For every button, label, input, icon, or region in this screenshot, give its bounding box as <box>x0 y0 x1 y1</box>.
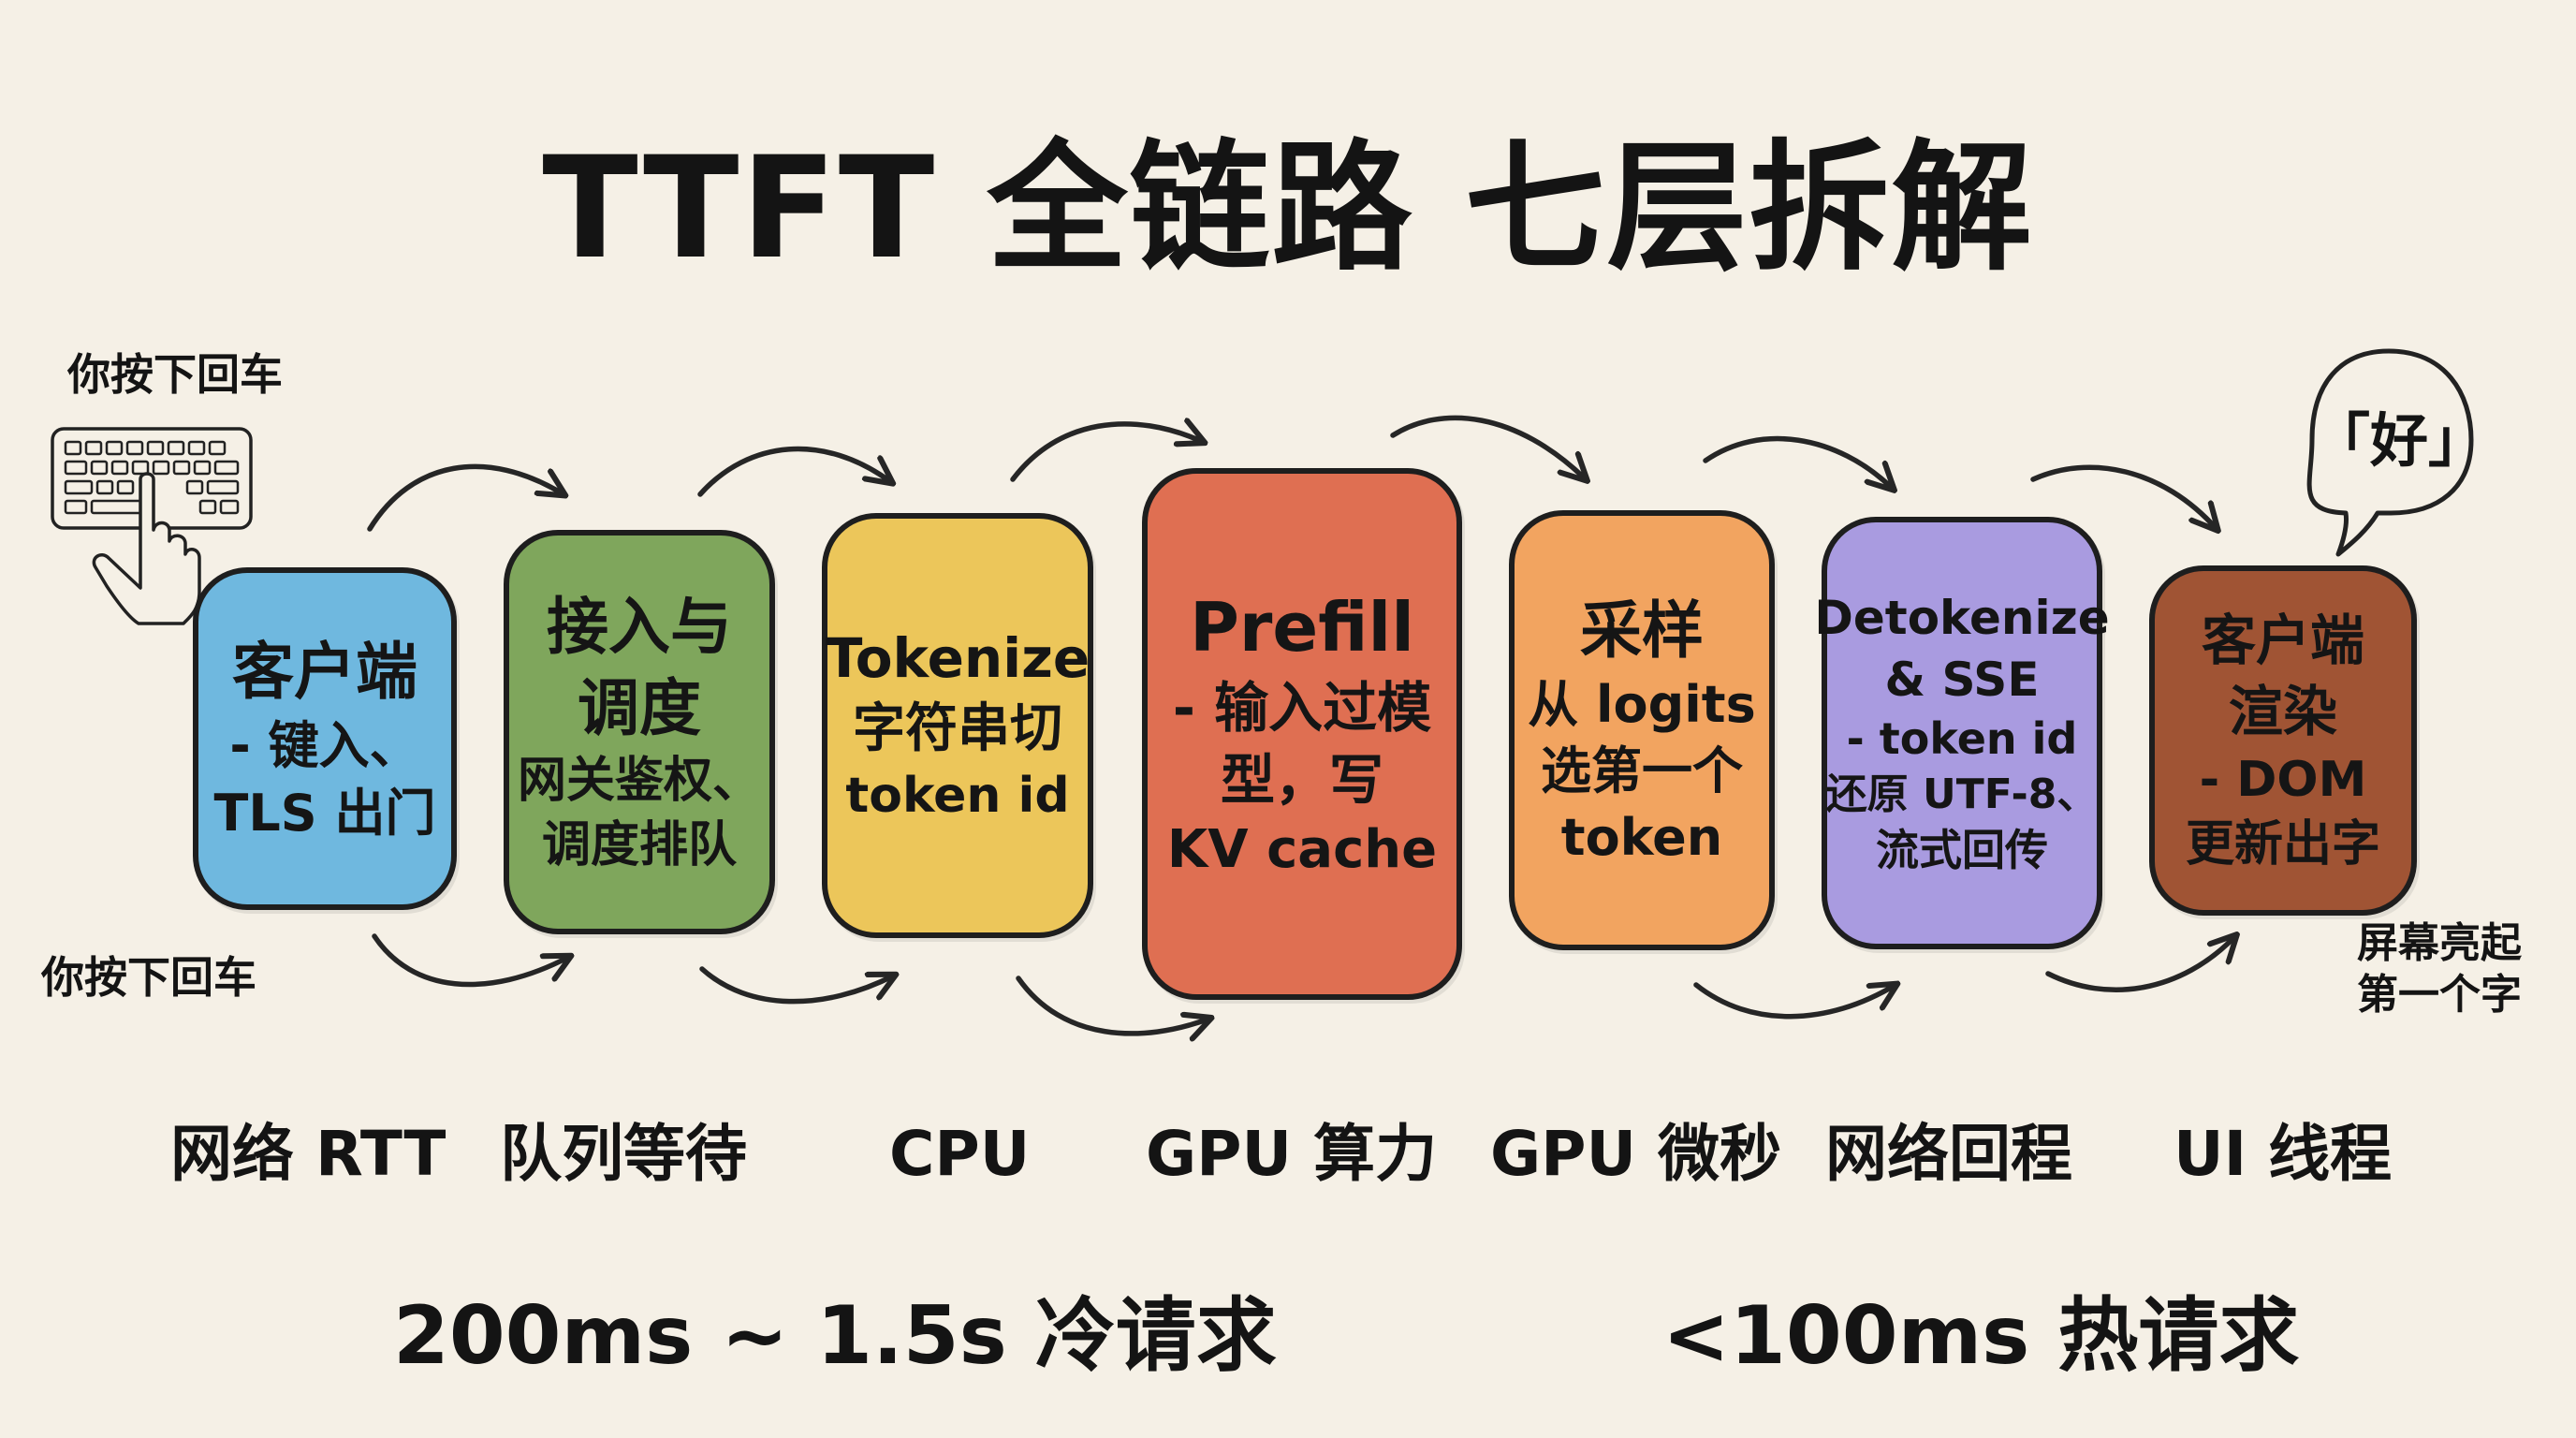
arrow-bottom-1 <box>372 933 569 988</box>
resource-label: CPU <box>889 1118 1031 1190</box>
stage-line: 型，写 <box>1220 747 1383 812</box>
stage-gateway-scheduling: 接入与 调度 网关鉴权、 调度排队 <box>504 530 775 934</box>
resource-label: 网络回程 <box>1825 1118 2072 1190</box>
stage-line: & SSE <box>1884 653 2040 708</box>
arrow-bottom-5 <box>2045 936 2235 992</box>
end-label-line-2: 第一个字 <box>2357 971 2522 1019</box>
page-title: TTFT 全链路 七层拆解 <box>542 127 2034 290</box>
stage-line: - DOM <box>2199 751 2367 808</box>
resource-label: 网络 RTT <box>170 1118 446 1190</box>
keyboard-icon <box>51 427 253 625</box>
stage-line: 流式回传 <box>1876 825 2048 876</box>
stage-line: 网关鉴权、 <box>517 753 761 810</box>
start-label-top: 你按下回车 <box>67 349 283 400</box>
resource-label: UI 线程 <box>2174 1118 2393 1190</box>
stage-line: 接入与 <box>546 591 732 664</box>
stage-line: - 键入、 <box>229 716 420 776</box>
arrow-top-3 <box>1010 424 1203 482</box>
stage-line: KV cache <box>1166 819 1438 881</box>
hot-request-latency: <100ms 热请求 <box>1662 1289 2300 1383</box>
stage-line: Tokenize <box>825 626 1090 691</box>
stage-line: 调度 <box>577 672 701 745</box>
stage-tokenize: Tokenize 字符串切 token id <box>822 513 1093 938</box>
stage-client-input: 客户端 - 键入、 TLS 出门 <box>193 567 457 910</box>
stage-line: token <box>1560 808 1723 868</box>
stage-line: - 输入过模 <box>1172 676 1432 741</box>
stage-prefill: Prefill - 输入过模 型，写 KV cache <box>1142 468 1462 1000</box>
stage-line: 更新出字 <box>2185 815 2380 873</box>
stage-line: Detokenize <box>1814 591 2110 646</box>
arrow-top-6 <box>2030 464 2217 529</box>
stage-line: - token id <box>1846 713 2078 765</box>
speech-bubble-text: 「好」 <box>2312 406 2487 475</box>
stage-line: 从 logits <box>1528 674 1756 734</box>
arrow-top-1 <box>367 463 564 532</box>
stage-line: 渲染 <box>2228 680 2337 744</box>
stage-line: 还原 UTF-8、 <box>1825 770 2099 818</box>
start-label-bottom: 你按下回车 <box>41 952 256 1003</box>
stage-line: Prefill <box>1190 587 1414 667</box>
end-label: 屏幕亮起 第一个字 <box>2357 917 2522 1020</box>
resource-label: 队列等待 <box>500 1118 747 1190</box>
cold-request-latency: 200ms ~ 1.5s 冷请求 <box>393 1289 1277 1383</box>
stage-line: 选第一个 <box>1541 741 1743 800</box>
stage-line: 调度排队 <box>541 817 737 874</box>
resource-label: GPU 算力 <box>1146 1118 1438 1190</box>
stage-line: token id <box>845 767 1070 824</box>
arrow-bottom-4 <box>1693 985 1895 1020</box>
stage-line: 字符串切 <box>853 698 1062 759</box>
arrow-bottom-2 <box>699 966 894 1005</box>
stage-sampling: 采样 从 logits 选第一个 token <box>1509 510 1775 950</box>
arrow-top-5 <box>1703 435 1893 489</box>
stage-line: 客户端 <box>232 636 417 709</box>
stage-client-render: 客户端 渲染 - DOM 更新出字 <box>2149 565 2417 916</box>
end-label-line-1: 屏幕亮起 <box>2357 919 2522 967</box>
arrow-top-4 <box>1390 415 1586 479</box>
arrow-top-2 <box>697 446 891 497</box>
arrow-bottom-3 <box>1016 976 1209 1034</box>
stage-line: 客户端 <box>2201 608 2364 672</box>
stage-line: TLS 出门 <box>213 783 436 843</box>
resource-label: GPU 微秒 <box>1490 1118 1782 1190</box>
stage-line: 采样 <box>1580 594 1704 667</box>
stage-detokenize-sse: Detokenize & SSE - token id 还原 UTF-8、 流式… <box>1814 517 2110 949</box>
